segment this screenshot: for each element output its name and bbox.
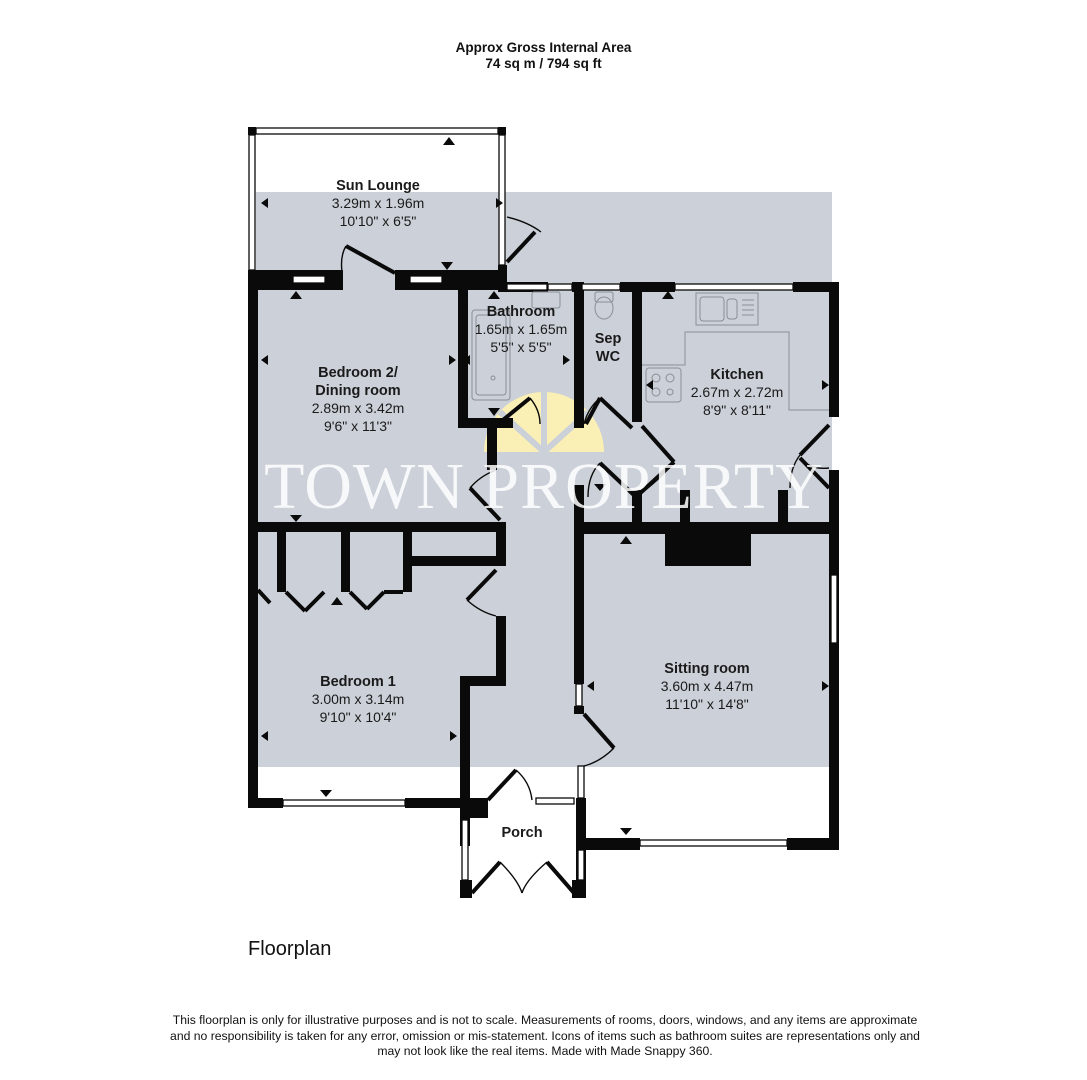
room-name: Kitchen [710,367,763,383]
room-metric: 3.00m x 3.14m [312,691,405,707]
room-kitchen: Kitchen 2.67m x 2.72m 8'9" x 8'11" [691,367,784,418]
room-sun-lounge: Sun Lounge 3.29m x 1.96m 10'10" x 6'5" [332,178,425,229]
room-bedroom-1: Bedroom 1 3.00m x 3.14m 9'10" x 10'4" [312,674,405,725]
room-name: Sep [595,331,622,347]
bathtub-icon [471,309,511,401]
room-name-2: Dining room [315,383,400,399]
toilet-icon [594,296,614,320]
room-sep-wc: Sep WC [595,331,622,365]
doors [256,216,831,895]
room-imperial: 9'10" x 10'4" [320,709,397,725]
room-name: Sitting room [664,661,749,677]
room-name-2: WC [596,349,621,365]
room-imperial: 10'10" x 6'5" [340,213,417,229]
room-metric: 3.29m x 1.96m [332,195,425,211]
room-name: Bedroom 1 [320,674,396,690]
watermark-text: TOWN PROPERTY [264,450,824,523]
basin-icon [531,291,561,309]
area-value: 74 sq m / 794 sq ft [485,56,602,71]
area-title: Approx Gross Internal Area [455,40,632,55]
room-bathroom: Bathroom 1.65m x 1.65m 5'5" x 5'5" [475,304,568,355]
room-porch: Porch [501,825,542,841]
room-imperial: 8'9" x 8'11" [703,402,771,418]
windows [248,127,838,881]
room-bedroom-2: Bedroom 2/ Dining room 2.89m x 3.42m 9'6… [312,365,405,434]
room-metric: 3.60m x 4.47m [661,678,754,694]
room-imperial: 11'10" x 14'8" [665,696,749,712]
room-name: Bedroom 2/ [318,365,398,381]
room-name: Porch [501,825,542,841]
room-metric: 1.65m x 1.65m [475,321,568,337]
room-sitting-room: Sitting room 3.60m x 4.47m 11'10" x 14'8… [661,661,754,712]
room-metric: 2.89m x 3.42m [312,400,405,416]
fixtures [471,291,829,411]
room-name: Sun Lounge [336,178,420,194]
room-metric: 2.67m x 2.72m [691,384,784,400]
area-header: Approx Gross Internal Area 74 sq m / 794… [0,40,1087,72]
walls [248,127,839,898]
room-imperial: 9'6" x 11'3" [324,418,392,434]
room-imperial: 5'5" x 5'5" [490,339,551,355]
measurement-markers [261,137,829,835]
room-name: Bathroom [487,304,555,320]
disclaimer-text: This floorplan is only for illustrative … [170,1013,920,1058]
kitchen-sink-icon [695,292,759,326]
floor-title: Floorplan [248,938,332,960]
